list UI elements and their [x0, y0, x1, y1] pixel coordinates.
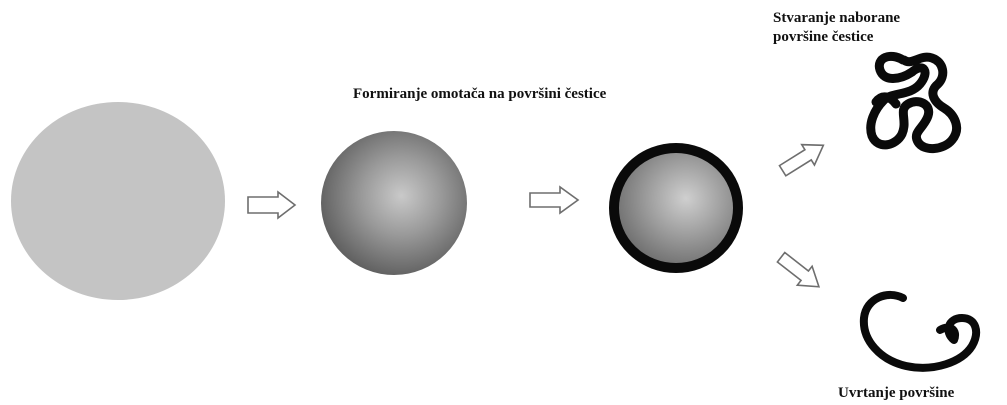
- arrow-down-right-icon: [776, 251, 821, 288]
- shell-formation-label: Formiranje omotača na površini čestice: [353, 86, 607, 102]
- coated-particle: [321, 131, 467, 275]
- wrinkled-surface-label-line1: Stvaranje naborane: [773, 10, 901, 26]
- plain-particle: [11, 102, 225, 300]
- curled-surface-loop: [859, 290, 981, 372]
- wrinkled-particle-squiggle: [866, 51, 961, 153]
- arrow-up-right-icon: [778, 143, 825, 177]
- arrow-right-icon: [247, 190, 297, 220]
- wrinkled-surface-label: Stvaranje naborane površine čestice: [773, 9, 900, 47]
- shelled-particle: [609, 143, 743, 273]
- surface-curl-label: Uvrtanje površine: [838, 385, 955, 401]
- wrinkled-particle-squiggle-detail: [871, 92, 901, 109]
- wrinkled-surface-label-line2: površine čestice: [773, 29, 874, 45]
- arrow-right-icon: [529, 185, 580, 215]
